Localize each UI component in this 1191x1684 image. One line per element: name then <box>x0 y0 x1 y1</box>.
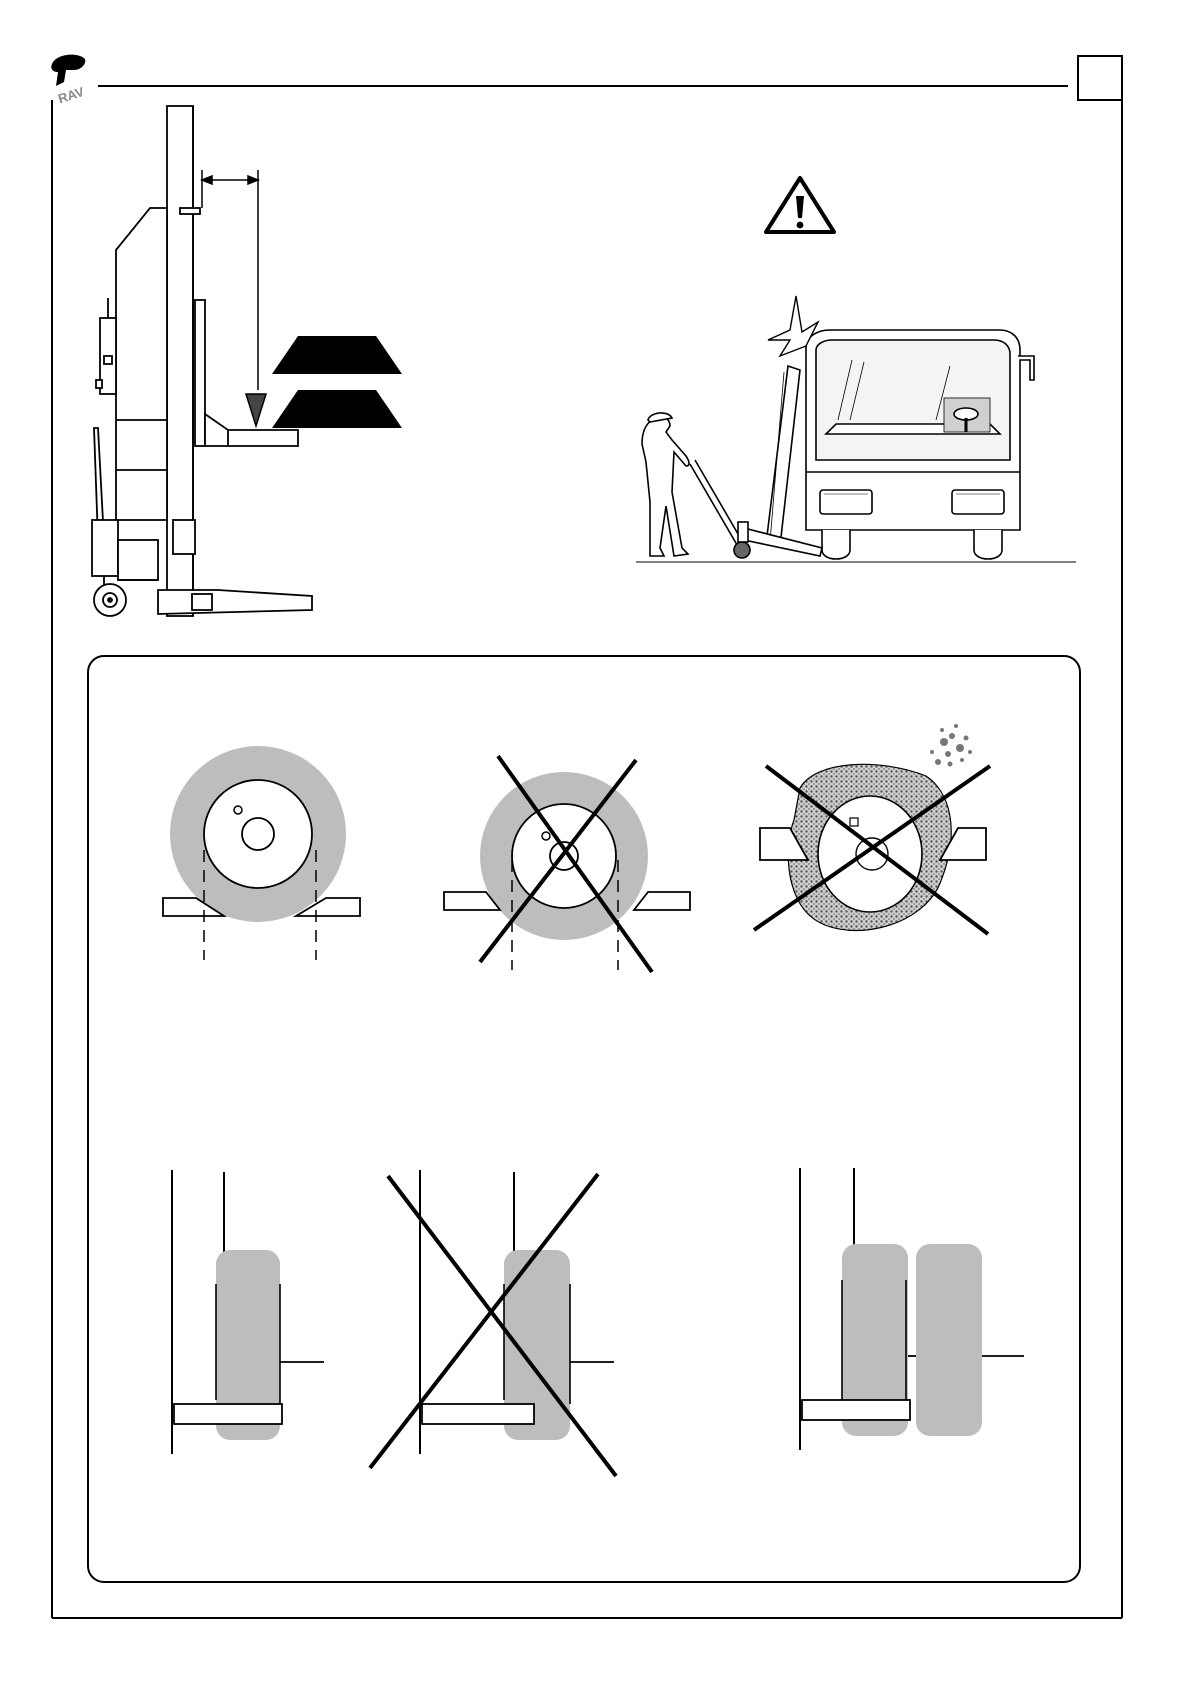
brand-logo: RAV <box>51 55 86 107</box>
single-wheel-side-correct <box>172 1170 324 1454</box>
bus-collision-scene <box>636 296 1076 562</box>
warning-triangle-icon <box>766 178 834 232</box>
twin-wheels-side <box>800 1168 1024 1450</box>
clearance-dimension <box>202 170 258 390</box>
tyre-debris-icon <box>930 724 972 767</box>
wheel-correctly-placed <box>163 746 360 960</box>
page-number <box>1080 56 1124 100</box>
lower-position-marker <box>272 390 402 428</box>
damaged-tyre-crossed <box>754 724 990 934</box>
single-wheel-side-crossed <box>370 1170 616 1476</box>
pointer-cone-icon <box>246 394 266 426</box>
wheel-too-small-crossed <box>444 756 690 972</box>
upper-position-marker <box>272 336 402 374</box>
svg-text:RAV: RAV <box>56 84 86 107</box>
